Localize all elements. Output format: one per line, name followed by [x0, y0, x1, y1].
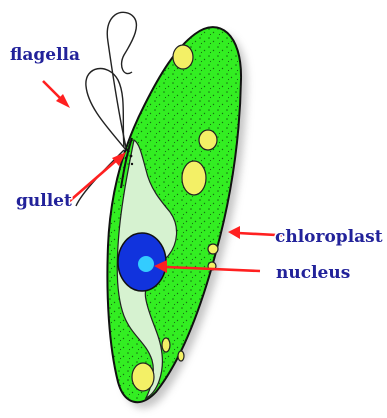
arrow-chloroplast-head [228, 226, 240, 239]
nucleolus [138, 256, 154, 272]
label-nucleus: nucleus [276, 263, 350, 283]
label-chloroplast: chloroplast [275, 227, 383, 247]
flagellum-loop [86, 69, 126, 150]
label-flagella: flagella [10, 45, 80, 65]
label-gullet: gullet [16, 191, 72, 211]
arrow-gullet [65, 159, 118, 205]
